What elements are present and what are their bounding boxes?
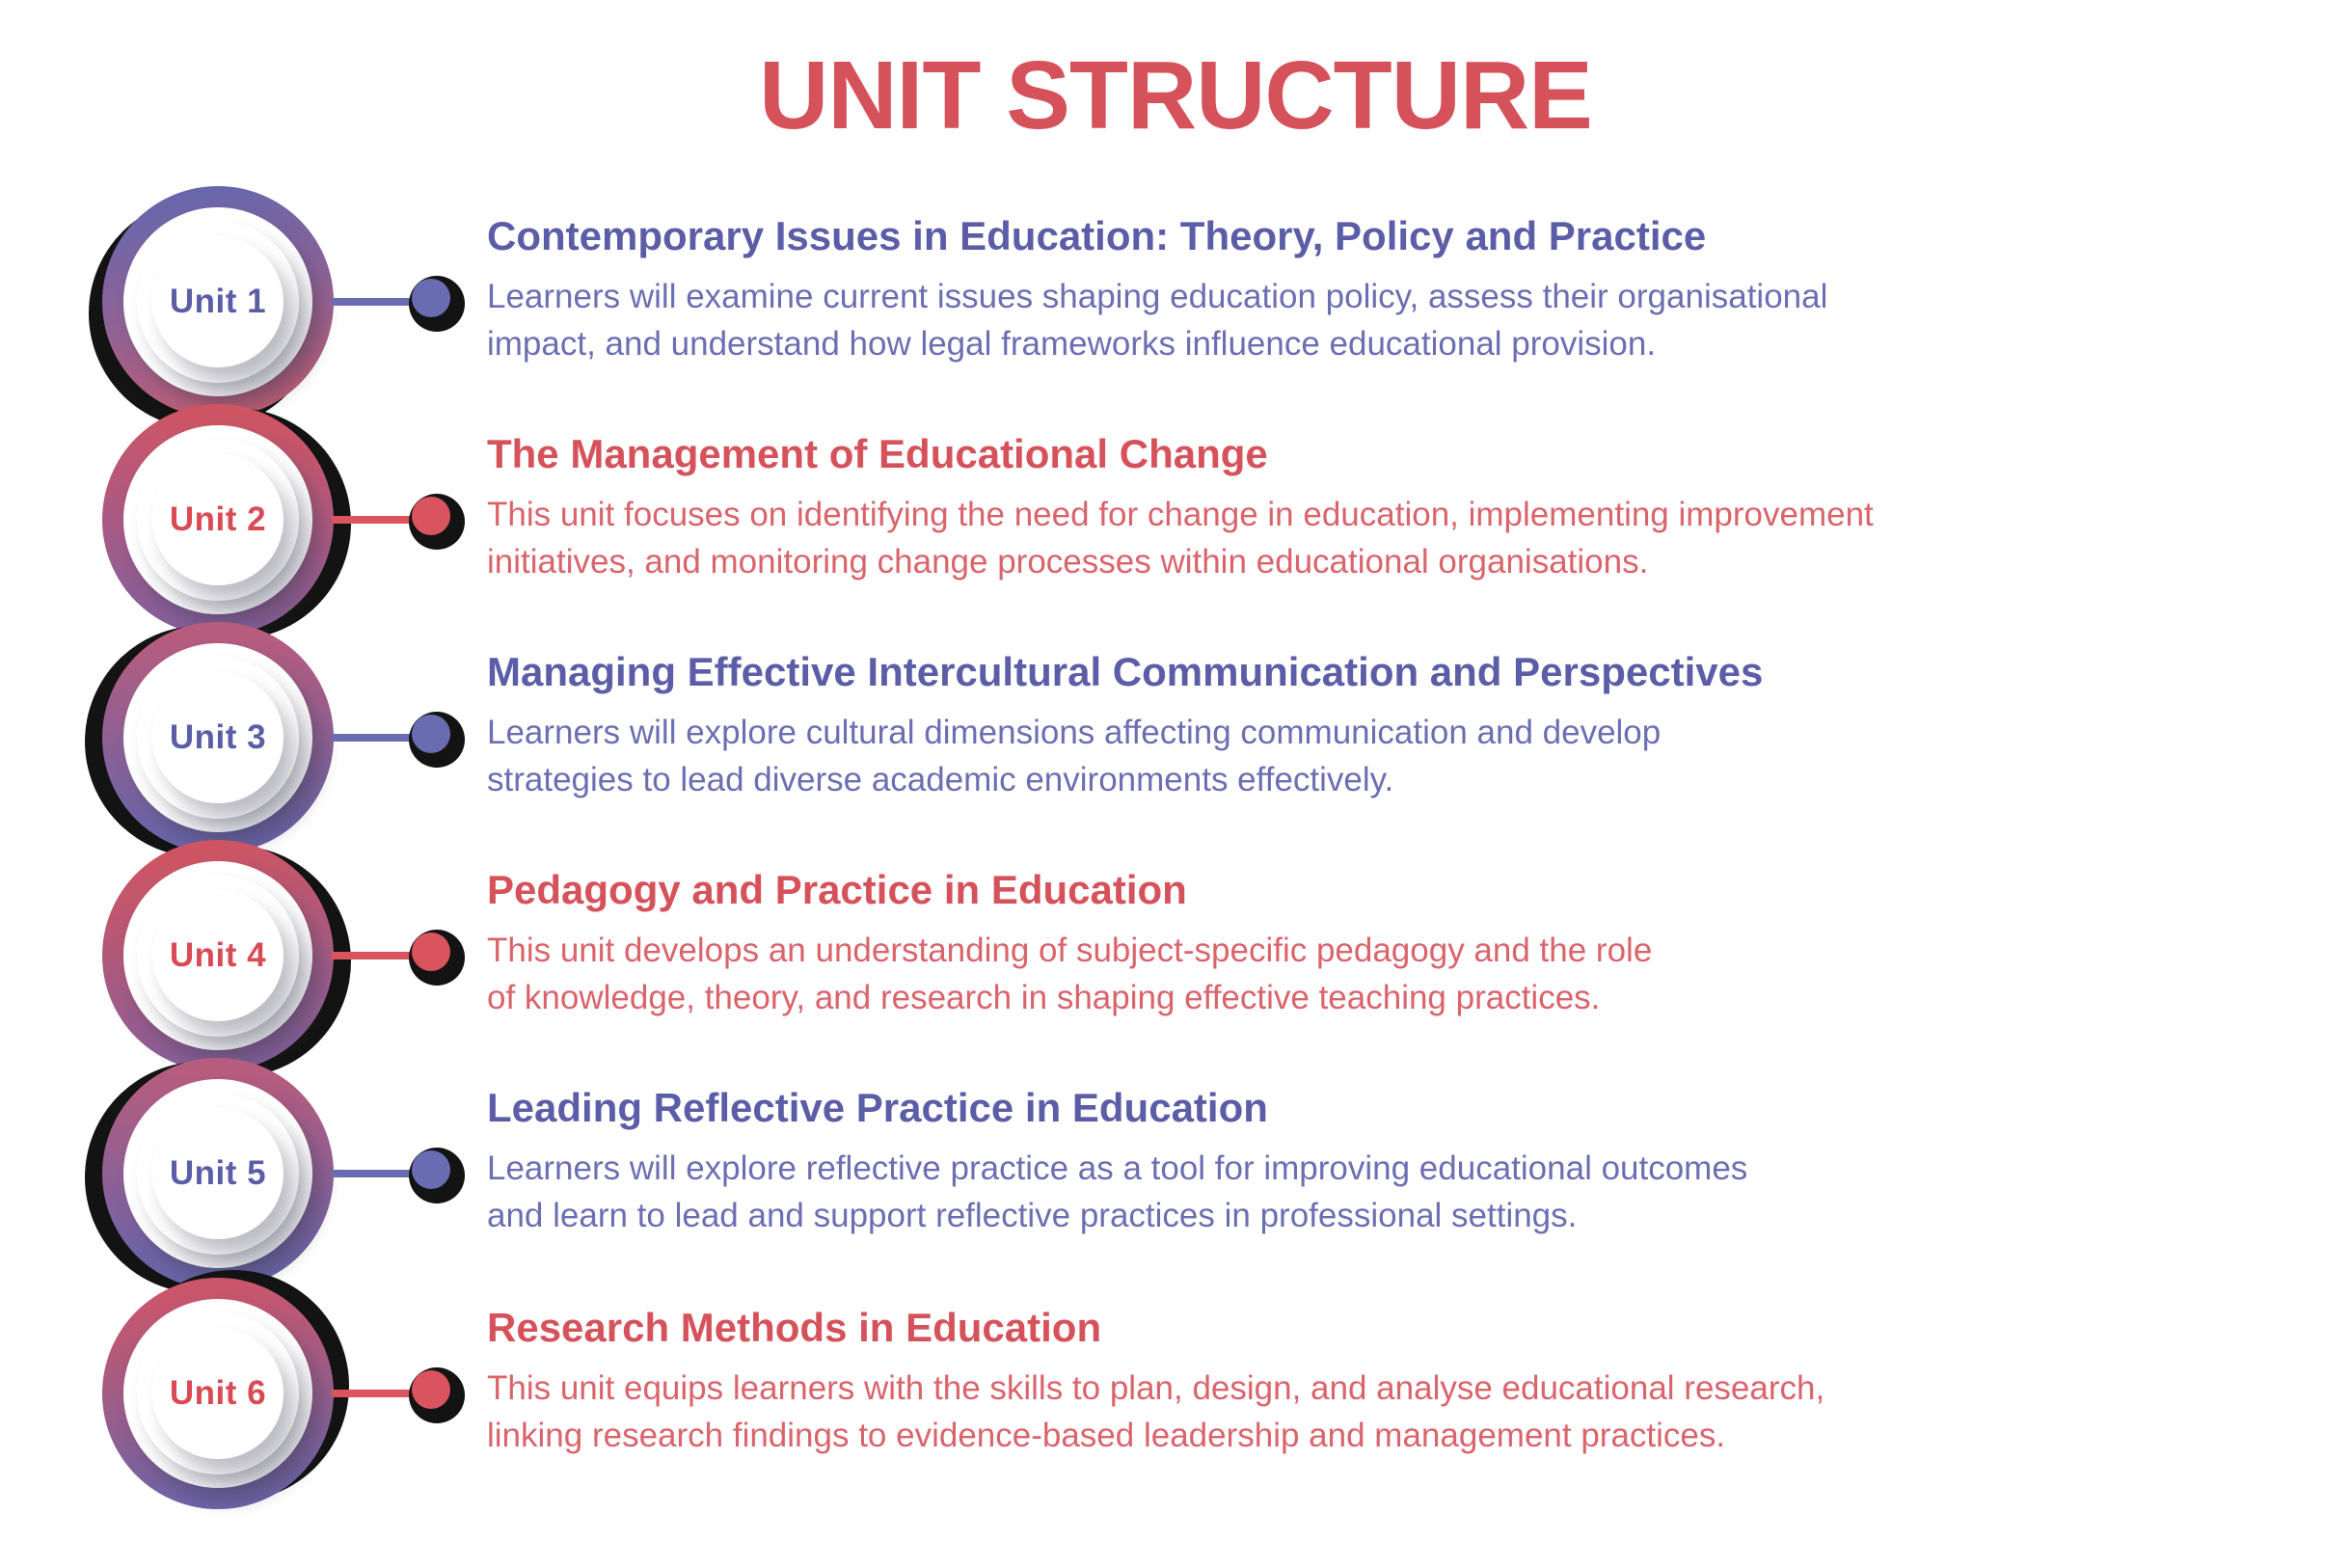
unit-description-line: linking research findings to evidence-ba…: [487, 1417, 1726, 1454]
unit-text-block: Research Methods in Education This unit …: [487, 1305, 2319, 1459]
unit-text-block: Leading Reflective Practice in Education…: [487, 1085, 2319, 1239]
unit-badge: Unit 5: [85, 1058, 334, 1293]
connector-line: [332, 298, 432, 306]
unit-title: Research Methods in Education: [487, 1305, 1102, 1350]
connector-dot-inner: [412, 497, 450, 535]
unit-description-line: of knowledge, theory, and research in sh…: [487, 979, 1601, 1016]
badge-white-layer: Unit 3: [152, 672, 284, 803]
connector-line: [332, 516, 432, 524]
unit-description-line: strategies to lead diverse academic envi…: [487, 761, 1394, 798]
unit-description-line: impact, and understand how legal framewo…: [487, 325, 1657, 363]
unit-description-line: This unit equips learners with the skill…: [487, 1369, 1825, 1407]
unit-description-line: and learn to lead and support reflective…: [487, 1197, 1578, 1234]
unit-description-line: Learners will explore cultural dimension…: [487, 714, 1662, 751]
badge-white-layer: Unit 4: [152, 890, 284, 1021]
badge-white-layer: Unit 1: [152, 236, 284, 367]
unit-badge-label: Unit 4: [169, 936, 267, 974]
badge-white-layer: Unit 6: [152, 1328, 284, 1459]
unit-description: This unit develops an understanding of s…: [487, 927, 2319, 1021]
unit-badge: Unit 3: [85, 622, 334, 857]
unit-badge: Unit 6: [102, 1270, 349, 1509]
unit-text-block: The Management of Educational Change Thi…: [487, 431, 2319, 585]
unit-badge: Unit 1: [89, 186, 334, 429]
connector-dot-inner: [412, 1150, 450, 1189]
unit-badge: Unit 4: [102, 840, 351, 1077]
connector-dot-inner: [412, 715, 450, 753]
unit-badge-label: Unit 2: [169, 500, 267, 538]
unit-text-block: Managing Effective Intercultural Communi…: [487, 649, 2319, 803]
connector-dot-inner: [412, 1370, 450, 1409]
unit-text-block: Contemporary Issues in Education: Theory…: [487, 213, 2319, 367]
unit-title: Leading Reflective Practice in Education: [487, 1085, 1268, 1130]
unit-title: Pedagogy and Practice in Education: [487, 867, 1187, 912]
unit-title: Contemporary Issues in Education: Theory…: [487, 213, 1707, 258]
unit-description-line: Learners will explore reflective practic…: [487, 1149, 1748, 1187]
connector-line: [332, 952, 432, 960]
unit-description: Learners will explore reflective practic…: [487, 1145, 2319, 1239]
connector-dot-inner: [412, 933, 450, 971]
unit-title: The Management of Educational Change: [487, 431, 1268, 476]
unit-title: Managing Effective Intercultural Communi…: [487, 649, 1764, 694]
badge-white-layer: Unit 2: [152, 454, 284, 585]
unit-badge: Unit 2: [102, 404, 351, 639]
unit-description-line: This unit focuses on identifying the nee…: [487, 496, 1874, 533]
unit-text-block: Pedagogy and Practice in Education This …: [487, 867, 2319, 1021]
connector-line: [332, 1170, 432, 1177]
connector-line: [332, 1390, 432, 1397]
unit-description: This unit equips learners with the skill…: [487, 1365, 2319, 1459]
unit-description-line: Learners will examine current issues sha…: [487, 278, 1828, 315]
badge-white-layer: Unit 5: [152, 1108, 284, 1239]
unit-description-line: This unit develops an understanding of s…: [487, 932, 1653, 969]
connector-line: [332, 734, 432, 742]
connector-dot-inner: [412, 279, 450, 317]
unit-badge-label: Unit 1: [169, 283, 267, 320]
page-title: UNIT STRUCTURE: [759, 41, 1593, 149]
unit-badge-label: Unit 6: [169, 1374, 267, 1412]
unit-description: Learners will examine current issues sha…: [487, 273, 2319, 367]
unit-description: Learners will explore cultural dimension…: [487, 709, 2319, 803]
unit-badge-label: Unit 5: [169, 1154, 267, 1192]
unit-badge-label: Unit 3: [169, 718, 267, 756]
unit-description-line: initiatives, and monitoring change proce…: [487, 543, 1649, 581]
unit-description: This unit focuses on identifying the nee…: [487, 491, 2319, 585]
